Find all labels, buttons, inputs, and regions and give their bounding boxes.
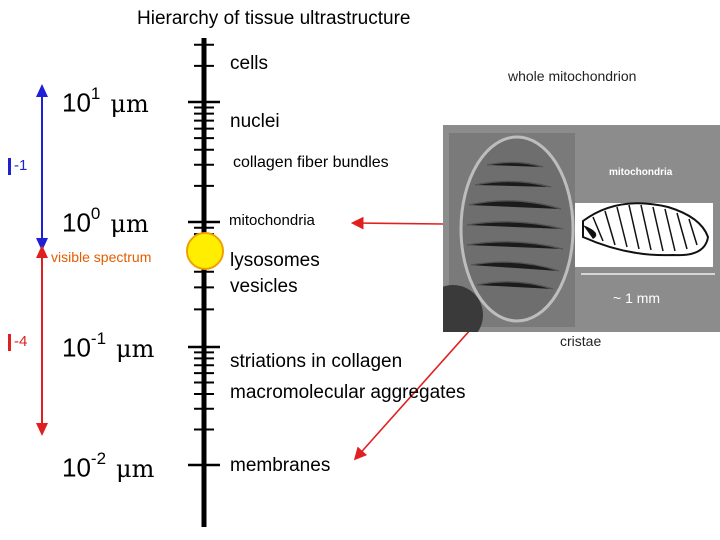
- cristae-caption: cristae: [560, 333, 602, 349]
- range-label-upper: -1: [8, 157, 27, 175]
- label-membranes: membranes: [230, 455, 331, 476]
- label-cells: cells: [230, 53, 269, 74]
- axis-ticks: [188, 43, 220, 467]
- mitochondrion-micrograph: mitochondria ~ 1 mm: [443, 125, 720, 332]
- label-striations: striations in collagen: [230, 351, 403, 372]
- label-collagen-fiber-bundles: collagen fiber bundles: [233, 154, 389, 171]
- label-macromolecular-aggregates: macromolecular aggregates: [230, 382, 466, 403]
- range-label-lower: -4: [8, 333, 27, 351]
- scale-bar-label: ~ 1 mm: [613, 290, 661, 306]
- mitochondria-panel-label: mitochondria: [609, 167, 673, 178]
- diagram-title: Hierarchy of tissue ultrastructure: [137, 8, 411, 29]
- mitochondria-pointer-arrow: [350, 216, 444, 230]
- whole-mitochondrion-caption: whole mitochondrion: [508, 68, 637, 84]
- blue-range-arrow: [36, 84, 48, 251]
- label-vesicles: vesicles: [230, 276, 298, 297]
- label-mitochondria: mitochondria: [229, 212, 315, 229]
- visible-spectrum-marker: [186, 232, 224, 270]
- visible-spectrum-label: visible spectrum: [51, 249, 152, 265]
- micrograph-graphic: [443, 125, 720, 332]
- red-range-arrow: [36, 245, 48, 436]
- label-lysosomes: lysosomes: [230, 250, 320, 271]
- label-nuclei: nuclei: [230, 111, 280, 132]
